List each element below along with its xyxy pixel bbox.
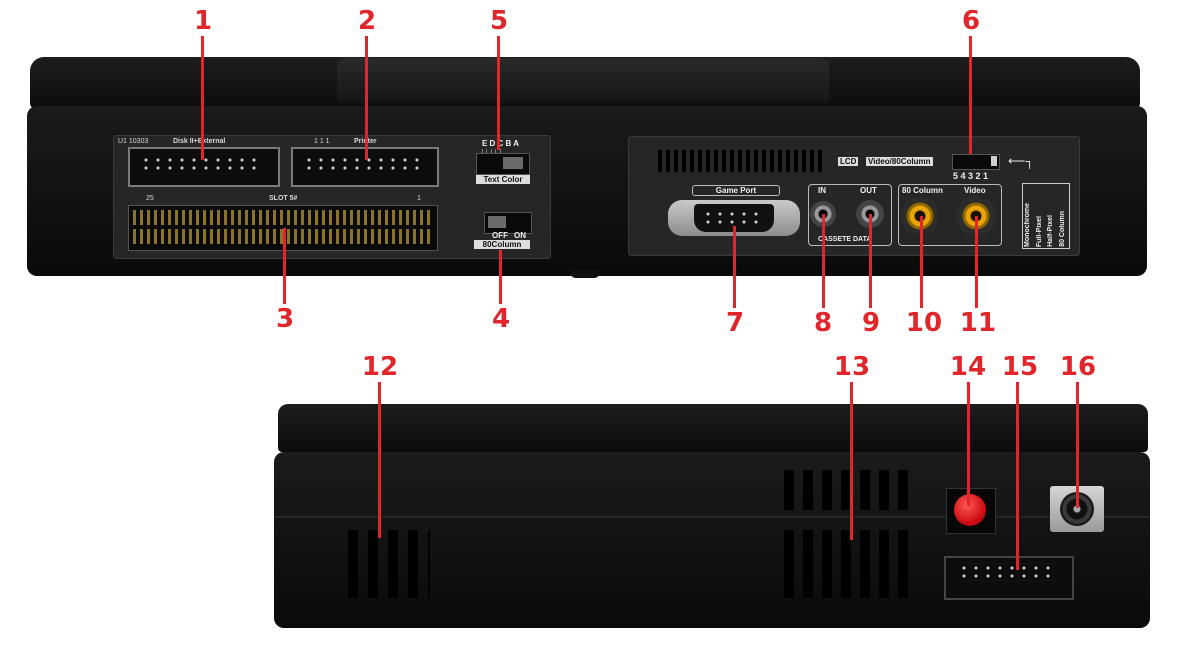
rca-80col-label: 80 Column bbox=[902, 186, 943, 195]
leader-4 bbox=[499, 250, 502, 304]
mode-80-column: 80 Column bbox=[1058, 211, 1066, 247]
text-color-arrows: ↓↓↓↓↓ bbox=[480, 146, 503, 156]
callout-8: 8 bbox=[813, 308, 833, 338]
game-port-label: Game Port bbox=[692, 185, 780, 196]
text-color-switch-knob bbox=[503, 157, 523, 169]
cassette-in-label: IN bbox=[818, 186, 826, 195]
callout-11: 11 bbox=[959, 308, 997, 338]
leader-14 bbox=[967, 382, 970, 506]
callout-3: 3 bbox=[275, 304, 295, 334]
mode-legend-text: Monochrome Full-Pixel Half-Pixel 80 Colu… bbox=[1022, 183, 1068, 247]
game-port-pins bbox=[702, 210, 766, 226]
center-vent-lower bbox=[784, 530, 916, 598]
left-side-vent bbox=[348, 530, 430, 598]
bottom-device-lid bbox=[278, 404, 1148, 452]
mode-legend bbox=[1022, 183, 1070, 249]
mode-numbers: 5 4 3 2 1 bbox=[953, 171, 989, 181]
cassette-data-label: CASSETE DATA bbox=[818, 236, 872, 243]
slot-label: SLOT 5# bbox=[269, 195, 298, 202]
callout-2: 2 bbox=[357, 6, 377, 36]
disk-port-label: Disk II+External bbox=[173, 138, 226, 145]
callout-7: 7 bbox=[725, 308, 745, 338]
text-color-label: Text Color bbox=[476, 175, 530, 184]
leader-12 bbox=[378, 382, 381, 538]
leader-7 bbox=[733, 226, 736, 308]
bottom-seam bbox=[274, 516, 1150, 518]
callout-9: 9 bbox=[861, 308, 881, 338]
callout-15: 15 bbox=[1001, 352, 1039, 382]
leader-10 bbox=[920, 216, 923, 308]
callout-6: 6 bbox=[961, 6, 981, 36]
callout-4: 4 bbox=[491, 304, 511, 334]
rca-video-label: Video bbox=[964, 186, 986, 195]
top-device-hinge bbox=[337, 58, 829, 103]
leader-16 bbox=[1076, 382, 1079, 508]
leader-9 bbox=[869, 214, 872, 308]
text-color-letters: E D C B A bbox=[482, 139, 520, 148]
slot-right-number: 1 bbox=[417, 195, 421, 202]
callout-14: 14 bbox=[949, 352, 987, 382]
slot-5-divider bbox=[133, 225, 431, 229]
mode-half-pixel: Half-Pixel bbox=[1047, 215, 1055, 247]
power-button[interactable] bbox=[954, 494, 986, 526]
expansion-header-pins bbox=[958, 564, 1054, 580]
callout-1: 1 bbox=[193, 6, 213, 36]
leader-8 bbox=[822, 214, 825, 308]
disk-code-text: U1 10303 bbox=[118, 138, 149, 145]
callout-10: 10 bbox=[905, 308, 943, 338]
leader-13 bbox=[850, 382, 853, 540]
right-io-panel bbox=[628, 136, 1080, 256]
printer-pins bbox=[303, 156, 423, 172]
leader-5 bbox=[497, 36, 500, 150]
printer-code-text: 1 1 1 bbox=[314, 138, 330, 145]
leader-15 bbox=[1016, 382, 1019, 570]
col80-label: 80Column bbox=[474, 240, 530, 249]
callout-16: 16 bbox=[1059, 352, 1097, 382]
mode-arrow: ⟵┐ bbox=[1008, 154, 1034, 168]
cassette-out-label: OUT bbox=[860, 186, 877, 195]
leader-11 bbox=[975, 216, 978, 308]
video-80col-label: Video/80Column bbox=[866, 157, 933, 166]
mode-switch[interactable] bbox=[952, 154, 1000, 170]
leader-1 bbox=[201, 36, 204, 160]
slot-left-number: 25 bbox=[146, 195, 154, 202]
cassette-frame bbox=[808, 184, 892, 246]
callout-12: 12 bbox=[361, 352, 399, 382]
leader-2 bbox=[365, 36, 368, 160]
col80-switch-knob bbox=[488, 216, 506, 228]
col80-off-label: OFF bbox=[492, 231, 508, 240]
leader-3 bbox=[283, 228, 286, 304]
callout-13: 13 bbox=[833, 352, 871, 382]
lcd-label: LCD bbox=[838, 157, 859, 166]
rca-frame bbox=[898, 184, 1002, 246]
top-foot-left bbox=[570, 270, 600, 278]
panel-vent bbox=[658, 150, 826, 172]
callout-5: 5 bbox=[489, 6, 509, 36]
col80-on-label: ON bbox=[514, 231, 526, 240]
leader-6 bbox=[969, 36, 972, 154]
mode-full-pixel: Full-Pixel bbox=[1035, 215, 1043, 247]
mode-switch-knob bbox=[991, 156, 997, 166]
mode-monochrome: Monochrome bbox=[1024, 203, 1032, 247]
disk-ii-pins bbox=[140, 156, 264, 172]
